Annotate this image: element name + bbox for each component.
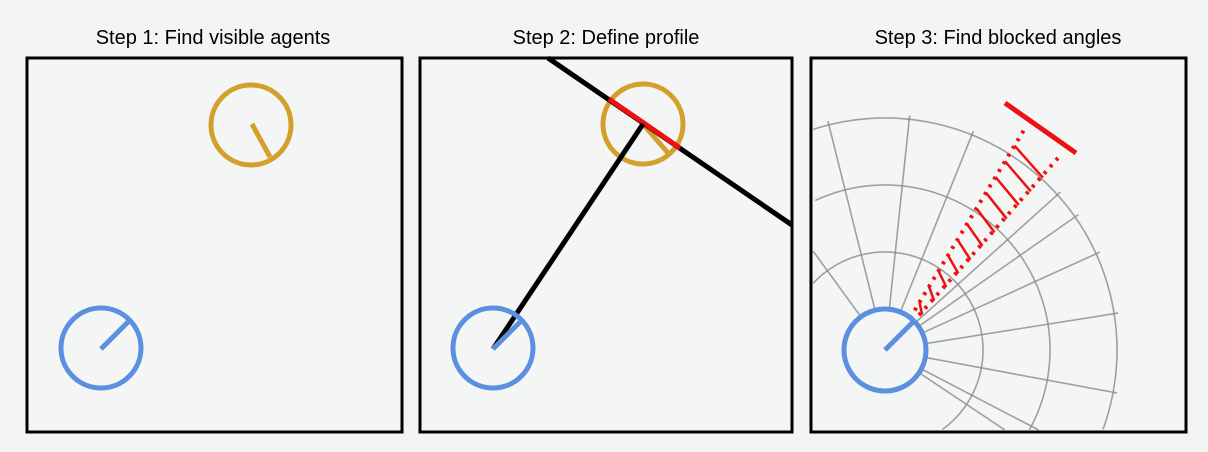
blocked-hatch <box>927 286 936 302</box>
blocked-angles <box>908 100 1078 324</box>
grid-spoke <box>922 369 1039 431</box>
panel-2 <box>418 55 794 434</box>
grid-spoke <box>919 213 1079 326</box>
grid-arc <box>812 251 984 430</box>
panel-1-title: Step 1: Find visible agents <box>96 27 331 49</box>
blocked-hatch <box>994 176 1020 206</box>
blocked-hatch <box>1013 144 1044 179</box>
blocked-hatch <box>965 223 984 247</box>
blocked-hatch <box>918 302 924 315</box>
observer-agent <box>58 305 144 391</box>
profile-segment <box>607 96 682 151</box>
panel-2-frame <box>418 56 794 434</box>
panel-3-title: Step 3: Find blocked angles <box>875 27 1122 49</box>
blocked-hatch <box>975 207 996 234</box>
panel-1 <box>25 56 404 434</box>
grid-arc <box>813 117 1118 430</box>
blocked-hatch <box>937 270 948 288</box>
observer-agent <box>450 305 536 391</box>
blocked-hatch <box>985 191 1008 220</box>
polar-grid <box>812 115 1119 431</box>
grid-spoke <box>920 373 1006 431</box>
grid-spoke <box>812 250 861 316</box>
panel-2-title: Step 2: Define profile <box>513 27 700 49</box>
grid-spoke <box>927 312 1119 345</box>
grid-spoke <box>916 191 1061 322</box>
grid-spoke <box>827 120 876 309</box>
grid-spoke <box>900 130 975 311</box>
other-agent <box>208 82 294 168</box>
blocked-hatch <box>946 254 960 274</box>
blocked-hatch <box>1004 160 1032 193</box>
observer-agent <box>841 306 929 394</box>
blocked-hatch <box>956 238 972 261</box>
grid-spoke <box>888 115 911 308</box>
blocking-profile <box>1003 100 1078 156</box>
panel-1-frame <box>25 56 404 434</box>
grid-spoke <box>923 251 1101 333</box>
line-of-sight <box>490 122 646 351</box>
grid-spoke <box>927 357 1118 394</box>
grid-arc <box>814 184 1051 431</box>
panel-3-frame <box>809 56 1188 434</box>
panel-3 <box>809 56 1188 434</box>
blocked-boundary-right <box>911 156 1060 324</box>
